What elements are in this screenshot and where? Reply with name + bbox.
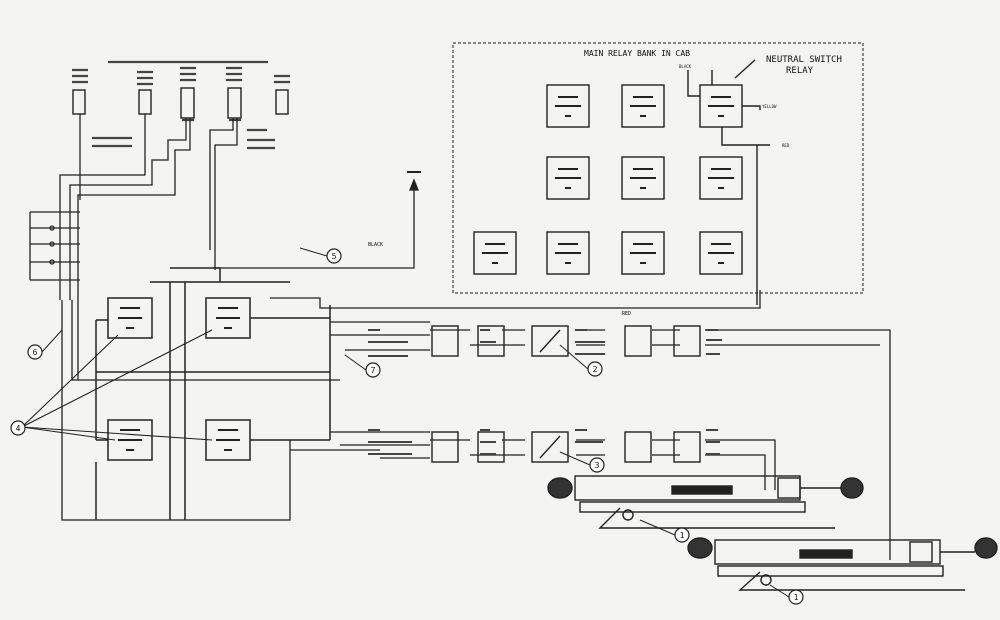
ground-wire [215,171,421,269]
connector-u4 [673,325,701,357]
cab-relay-bank: MAIN RELAY BANK IN CAB NEUTRAL SWITCH RE… [452,42,864,305]
neutral-switch-label: NEUTRAL SWITCH [766,55,842,65]
cab-relay-1 [546,84,590,128]
connector-l2 [477,431,505,463]
lower-harness [290,431,776,490]
callout-4-text: 4 [16,424,21,433]
switch-1 [72,89,86,115]
cab-relay-9 [621,231,665,275]
cab-yellow-label: YELLOW [762,104,777,109]
switch-4 [227,87,242,119]
callout-6-text: 6 [33,348,38,357]
cab-relay-10 [699,231,743,275]
cab-relay-4 [546,156,590,200]
red-wire-label: RED [622,311,631,317]
callout-2-text: 2 [593,365,598,374]
relay-group-middle [95,267,331,520]
cab-relay-2 [621,84,665,128]
connector-l4 [673,431,701,463]
cylinder-upper [547,475,864,529]
connector-l1 [431,431,459,463]
switch-panel [72,60,290,150]
connector-u1 [431,325,459,357]
connector-l3 [624,431,652,463]
cylinder-lower [687,537,998,591]
splice-l [531,431,569,463]
callout-group [10,248,804,605]
switch-2 [138,89,152,115]
callout-1-upper-text: 1 [680,531,685,540]
connector-u2 [477,325,505,357]
connector-u3 [624,325,652,357]
cab-relay-8 [546,231,590,275]
callout-7-text: 7 [371,366,376,375]
callout-4 [10,420,26,436]
neutral-relay-label: RELAY [786,66,814,76]
relay-mid-1 [107,297,153,339]
switch-harness [29,114,340,521]
connectors [431,325,701,463]
black-wire-label: BLACK [368,242,383,248]
switch-5 [275,89,289,115]
callout-4-leaders [21,329,213,441]
cab-relay-7 [473,231,517,275]
switch-3 [180,87,195,119]
cab-title: MAIN RELAY BANK IN CAB [584,49,690,58]
cab-relay-6 [699,156,743,200]
callout-1-lower-text: 1 [794,593,799,602]
callout-5-text: 5 [332,252,337,261]
cab-red-label: RED [782,143,790,148]
upper-harness [270,290,891,560]
callout-3-text: 3 [595,461,600,470]
cab-relay-5 [621,156,665,200]
splice-u [531,325,569,357]
cab-black-label: BLACK [679,64,692,69]
